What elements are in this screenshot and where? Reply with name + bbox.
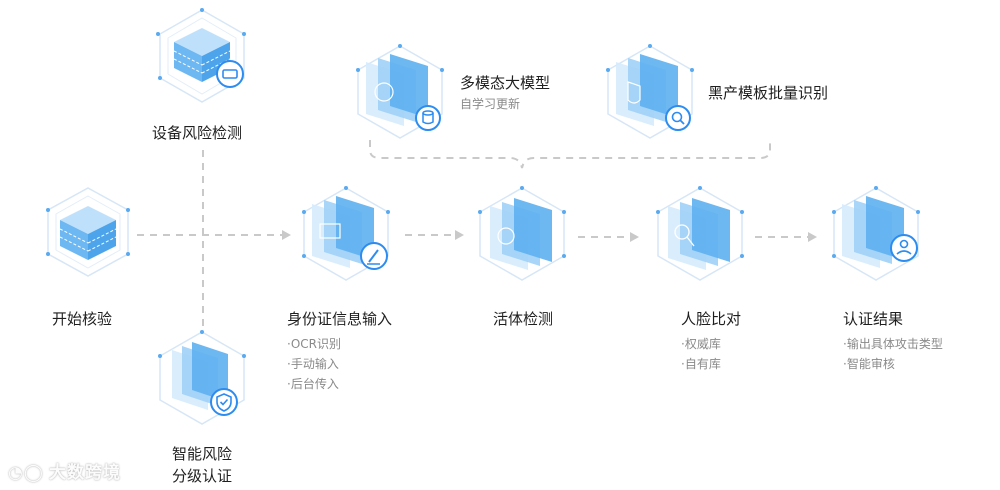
multimodal-label: 多模态大模型 (460, 74, 551, 92)
result-label: 认证结果 (843, 310, 904, 328)
id-input-item: ·后台传入 (287, 377, 339, 391)
face-items: ·权威库 ·自有库 (681, 334, 721, 374)
watermark-logo-icon: ◔◯ (8, 463, 44, 483)
result-item: ·智能审核 (843, 357, 895, 371)
result-items: ·输出具体攻击类型 ·智能审核 (843, 334, 943, 374)
smart-risk-label: 智能风险 分级认证 (152, 443, 252, 487)
device-risk-label: 设备风险检测 (152, 124, 243, 142)
arrow-head (808, 232, 817, 242)
arrow-head (630, 232, 639, 242)
id-input-items: ·OCR识别 ·手动输入 ·后台传入 (287, 334, 341, 394)
multimodal-sub: 自学习更新 (460, 97, 521, 111)
brace-connector (369, 140, 771, 169)
arrow-head (455, 230, 464, 240)
liveness-label: 活体检测 (493, 310, 554, 328)
device-risk-icon (156, 8, 246, 103)
liveness-icon (478, 186, 566, 281)
smart-risk-icon (158, 330, 246, 425)
watermark-text: 大数跨境 (48, 463, 121, 483)
face-item: ·自有库 (681, 357, 721, 371)
id-input-item: ·OCR识别 (287, 337, 341, 351)
id-input-label: 身份证信息输入 (287, 310, 393, 328)
result-icon (832, 186, 920, 281)
watermark: ◔◯ 大数跨境 (8, 458, 121, 483)
face-label: 人脸比对 (681, 310, 742, 328)
server-stack-icon (46, 187, 130, 277)
multimodal-icon (356, 44, 444, 139)
template-label: 黑产模板批量识别 (708, 84, 829, 102)
id-input-icon (302, 186, 390, 281)
start-label: 开始核验 (52, 310, 113, 328)
smart-risk-line1: 智能风险 (171, 445, 232, 463)
smart-risk-line2: 分级认证 (171, 467, 232, 485)
id-input-item: ·手动输入 (287, 357, 339, 371)
arrow-head (282, 230, 291, 240)
face-item: ·权威库 (681, 337, 721, 351)
result-item: ·输出具体攻击类型 (843, 337, 943, 351)
template-icon (606, 44, 694, 139)
face-compare-icon (656, 186, 744, 281)
